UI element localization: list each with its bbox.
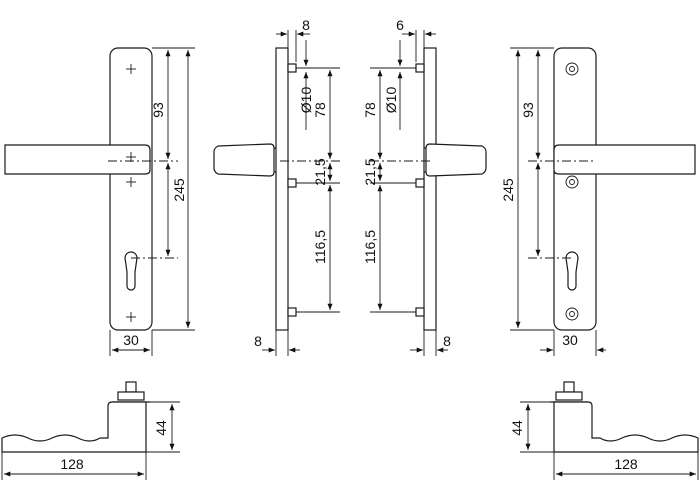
plate-edge (275, 47, 289, 331)
cylinder-hole (565, 251, 579, 291)
dim-21-5: 21,5 (312, 158, 328, 185)
dim-length: 128 (614, 456, 638, 472)
handle-stub (213, 143, 275, 177)
dim-upper: 93 (150, 102, 166, 118)
dim-height-total: 245 (171, 178, 187, 202)
cylinder-hole (124, 251, 138, 291)
lever-handle (4, 144, 151, 175)
dim-78: 78 (362, 102, 378, 118)
backplate (553, 47, 597, 331)
dim-diameter: Ø10 (383, 87, 399, 114)
lever-profile (1, 401, 147, 453)
dim-116-5: 116,5 (312, 230, 328, 264)
dim-offset-bottom: 8 (254, 333, 262, 349)
plate-edge (423, 47, 437, 331)
dim-116-5: 116,5 (362, 230, 378, 264)
dim-height-total: 245 (500, 178, 516, 202)
lever-handle (553, 144, 696, 175)
dim-length: 128 (60, 456, 84, 472)
front-view-right: 93 245 30 (500, 47, 696, 356)
side-view-right: 6 Ø10 78 21,5 116,5 8 (362, 17, 487, 356)
side-view-left: 8 Ø10 78 21,5 116,5 8 (213, 17, 340, 356)
handle-stub (425, 143, 487, 177)
dim-width: 30 (562, 332, 578, 348)
dim-21-5: 21,5 (362, 158, 378, 185)
dim-height: 44 (153, 420, 169, 436)
dim-offset-bottom: 8 (443, 333, 451, 349)
screw-heads (565, 62, 579, 321)
dim-height: 44 (509, 420, 525, 436)
dim-diameter: Ø10 (298, 87, 314, 114)
screw-marks (126, 64, 136, 322)
top-view-left: 44 128 (1, 381, 180, 480)
dim-width: 30 (123, 332, 139, 348)
dim-upper: 93 (520, 102, 536, 118)
dim-offset-top: 6 (396, 17, 404, 33)
dim-offset-top: 8 (302, 17, 310, 33)
lever-profile (553, 401, 699, 453)
front-view-left: 93 245 30 (4, 47, 195, 356)
top-view-right: 44 128 (509, 381, 699, 480)
dim-78: 78 (312, 102, 328, 118)
backplate (109, 47, 153, 331)
